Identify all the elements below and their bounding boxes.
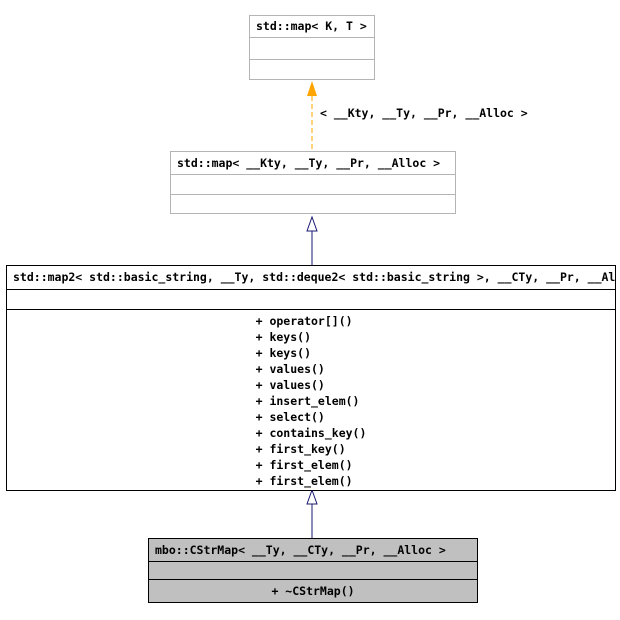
class-methods-empty xyxy=(250,59,374,79)
template-args-edge-label: < __Kty, __Ty, __Pr, __Alloc > xyxy=(320,106,528,120)
method-label: + contains_key() xyxy=(255,426,367,440)
method-label: + values() xyxy=(255,362,325,376)
method-label: + first_key() xyxy=(255,442,346,456)
method-label: + keys() xyxy=(255,330,311,344)
method-label: + select() xyxy=(255,410,325,424)
class-node-std-map2[interactable]: std::map2< std::basic_string, __Ty, std:… xyxy=(6,265,616,491)
method-label: + values() xyxy=(255,378,325,392)
class-methods-empty xyxy=(171,194,455,213)
class-attributes-empty xyxy=(250,37,374,59)
method-label: + first_elem() xyxy=(255,474,353,488)
class-attributes-empty xyxy=(171,174,455,194)
class-methods-list: + ~CStrMap() xyxy=(149,579,477,602)
method-label: + operator[]() xyxy=(255,314,353,328)
class-title: std::map< K, T > xyxy=(256,19,367,33)
class-title: std::map< __Kty, __Ty, __Pr, __Alloc > xyxy=(177,156,441,170)
class-node-std-map-k-t[interactable]: std::map< K, T > xyxy=(249,15,375,80)
class-methods-list: + operator[]() + keys() + keys() + value… xyxy=(7,309,615,490)
class-attributes-empty xyxy=(7,289,615,309)
method-label: + insert_elem() xyxy=(255,394,360,408)
class-node-std-map-template[interactable]: std::map< __Kty, __Ty, __Pr, __Alloc > xyxy=(170,151,456,214)
class-attributes-empty xyxy=(149,561,477,579)
method-label: + first_elem() xyxy=(255,458,353,472)
inheritance-arrow-cstrmap-to-map2 xyxy=(306,488,318,538)
class-title: mbo::CStrMap< __Ty, __CTy, __Pr, __Alloc… xyxy=(155,543,446,557)
method-label: + keys() xyxy=(255,346,311,360)
template-instantiation-arrow xyxy=(307,81,317,151)
inheritance-arrow-map2-to-map xyxy=(306,215,318,265)
class-node-mbo-cstrmap[interactable]: mbo::CStrMap< __Ty, __CTy, __Pr, __Alloc… xyxy=(148,538,478,603)
class-title: std::map2< std::basic_string, __Ty, std:… xyxy=(13,270,615,284)
method-label: + ~CStrMap() xyxy=(271,584,355,598)
